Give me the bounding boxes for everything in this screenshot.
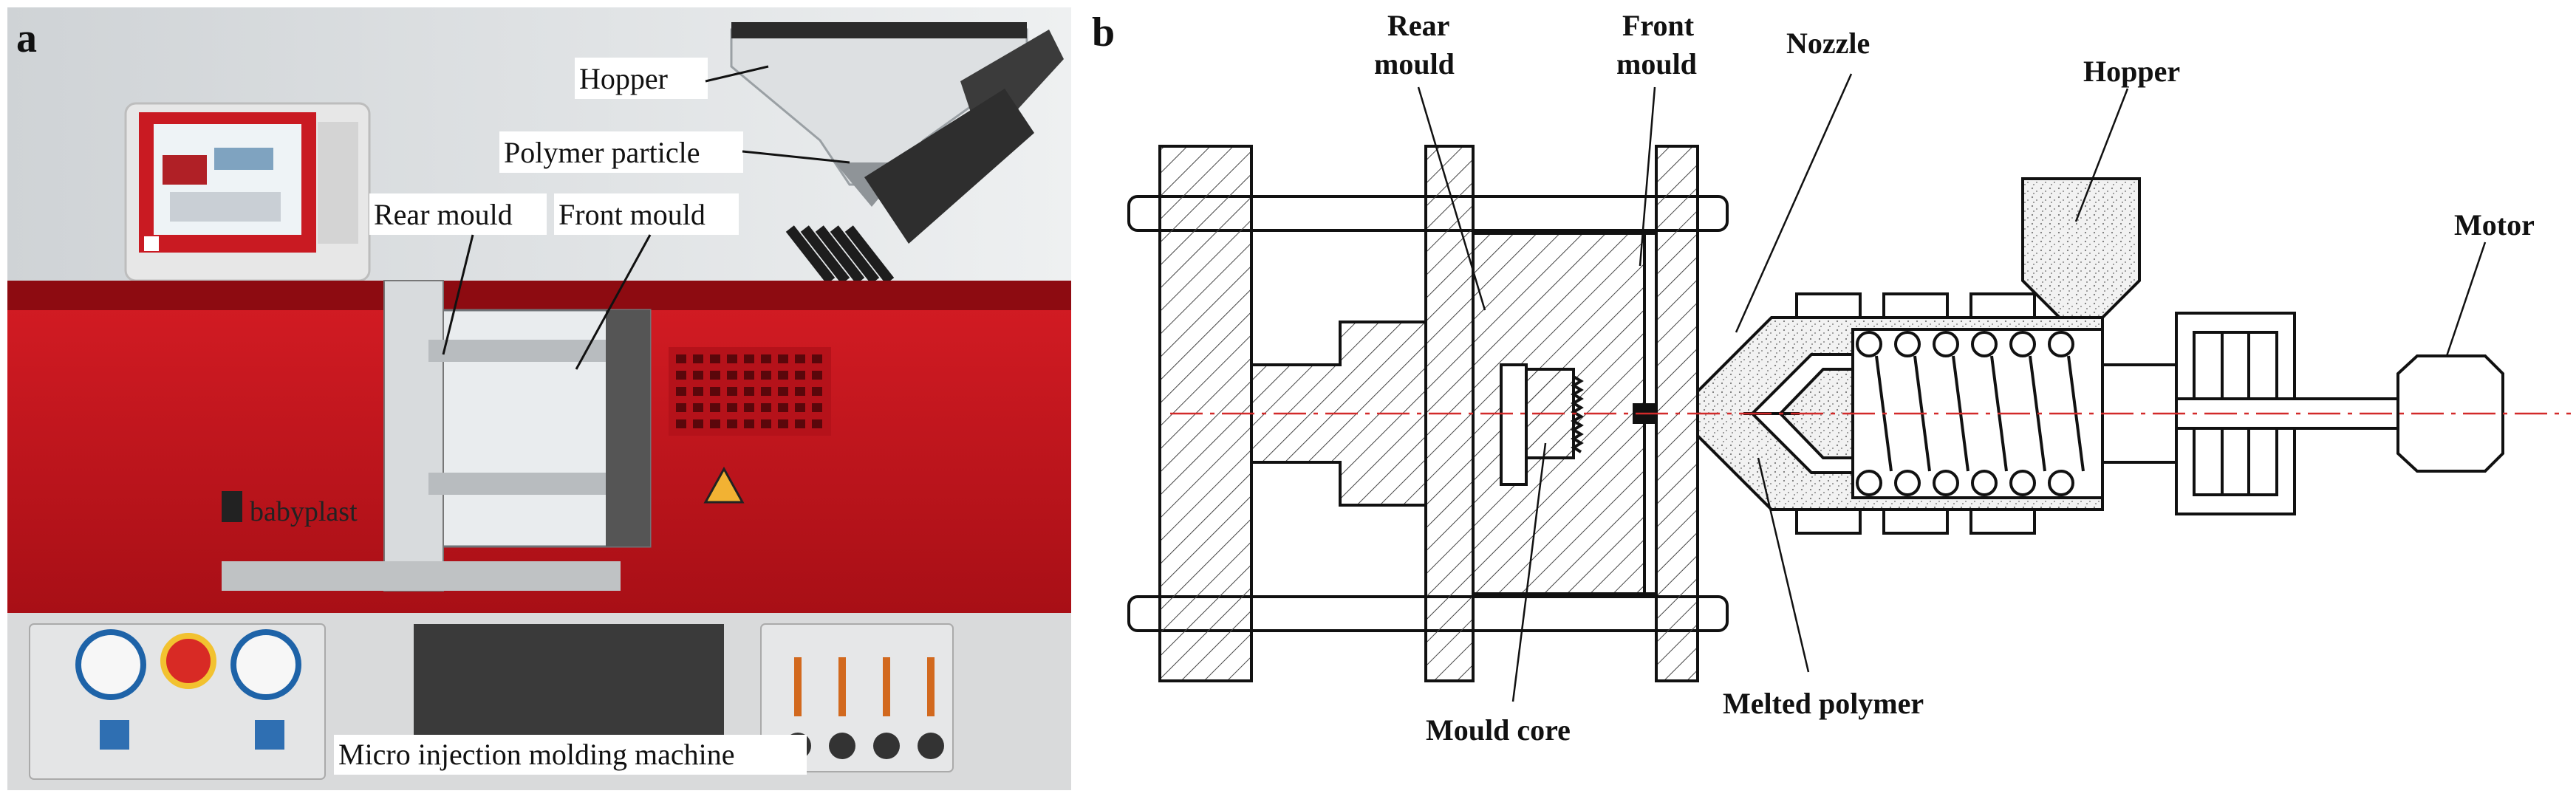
vent-hole <box>778 403 788 412</box>
panel-a: babyplast Hopper <box>0 0 1079 798</box>
label-polymer-particle: Polymer particle <box>504 136 700 169</box>
vent-hole <box>676 419 686 428</box>
vent-hole <box>795 419 805 428</box>
label-hopper-a: Hopper <box>579 62 668 95</box>
vent-hole <box>727 354 737 363</box>
panel-letter-a: a <box>16 16 37 61</box>
vent-hole <box>676 403 686 412</box>
label-front-mould-2: mould <box>1616 47 1697 80</box>
vent-hole <box>693 387 703 396</box>
vent-hole <box>727 387 737 396</box>
vent-hole <box>710 371 720 380</box>
screw-balls <box>1856 331 2074 496</box>
vent-hole <box>710 354 720 363</box>
vent-hole <box>761 419 771 428</box>
vent-hole <box>761 403 771 412</box>
labels-b: Rear mould Front mould Nozzle Hopper Mot… <box>1374 9 2535 747</box>
vent-hole <box>795 387 805 396</box>
vent-hole <box>744 371 754 380</box>
vent-hole <box>744 387 754 396</box>
callouts-a: Hopper Polymer particle Rear mould Front… <box>334 58 850 775</box>
vent-hole <box>710 419 720 428</box>
vent-hole <box>744 403 754 412</box>
label-front-mould-1: Front <box>1622 9 1695 42</box>
core-teeth <box>1571 375 1584 453</box>
vent-hole <box>795 403 805 412</box>
vent-hole <box>812 371 822 380</box>
hopper-photo <box>730 22 1064 284</box>
vent-hole <box>727 403 737 412</box>
label-machine: Micro injection molding machine <box>338 738 735 771</box>
vent-hole <box>795 354 805 363</box>
label-hopper-b: Hopper <box>2083 55 2180 88</box>
pressure-gauge-right <box>230 629 301 700</box>
vent-hole <box>778 371 788 380</box>
vent-grid <box>676 354 822 428</box>
label-motor: Motor <box>2454 208 2535 241</box>
vent-hole <box>744 354 754 363</box>
vent-hole <box>812 403 822 412</box>
hot-surface-warning-icon <box>703 466 745 504</box>
label-melted-polymer: Melted polymer <box>1723 687 1924 720</box>
vent-hole <box>693 371 703 380</box>
vent-hole <box>676 354 686 363</box>
vent-hole <box>778 354 788 363</box>
brand-text: babyplast <box>250 496 358 527</box>
vent-hole <box>795 371 805 380</box>
vent-hole <box>778 387 788 396</box>
label-front-mould-a: Front mould <box>558 198 706 231</box>
label-mould-core: Mould core <box>1426 713 1571 747</box>
vent-hole <box>812 354 822 363</box>
vent-hole <box>676 387 686 396</box>
babyplast-logo-icon <box>222 491 242 522</box>
vent-hole <box>744 419 754 428</box>
label-nozzle: Nozzle <box>1786 27 1870 60</box>
label-rear-mould-1: Rear <box>1387 9 1449 42</box>
vent-hole <box>761 371 771 380</box>
panel-letter-b: b <box>1092 10 1115 55</box>
control-screen <box>124 102 371 282</box>
vent-hole <box>693 354 703 363</box>
label-rear-mould-a: Rear mould <box>374 198 513 231</box>
panel-b: b <box>1092 9 2571 747</box>
motor <box>2396 354 2504 473</box>
vent-hole <box>778 419 788 428</box>
label-rear-mould-2: mould <box>1374 47 1455 80</box>
vent-hole <box>727 371 737 380</box>
emergency-stop-button[interactable] <box>160 633 216 689</box>
core-recess <box>1500 363 1528 486</box>
vent-hole <box>693 403 703 412</box>
machine-body: babyplast <box>7 280 1071 613</box>
vent-hole <box>710 387 720 396</box>
vent-hole <box>676 371 686 380</box>
pressure-gauge-left <box>75 629 146 700</box>
vent-hole <box>812 387 822 396</box>
vent-hole <box>693 419 703 428</box>
leader-lines <box>1417 73 2487 702</box>
vent-hole <box>761 354 771 363</box>
vent-hole <box>727 419 737 428</box>
hopper <box>2021 177 2141 319</box>
vent-hole <box>710 403 720 412</box>
vent-hole <box>761 387 771 396</box>
vent-hole <box>812 419 822 428</box>
